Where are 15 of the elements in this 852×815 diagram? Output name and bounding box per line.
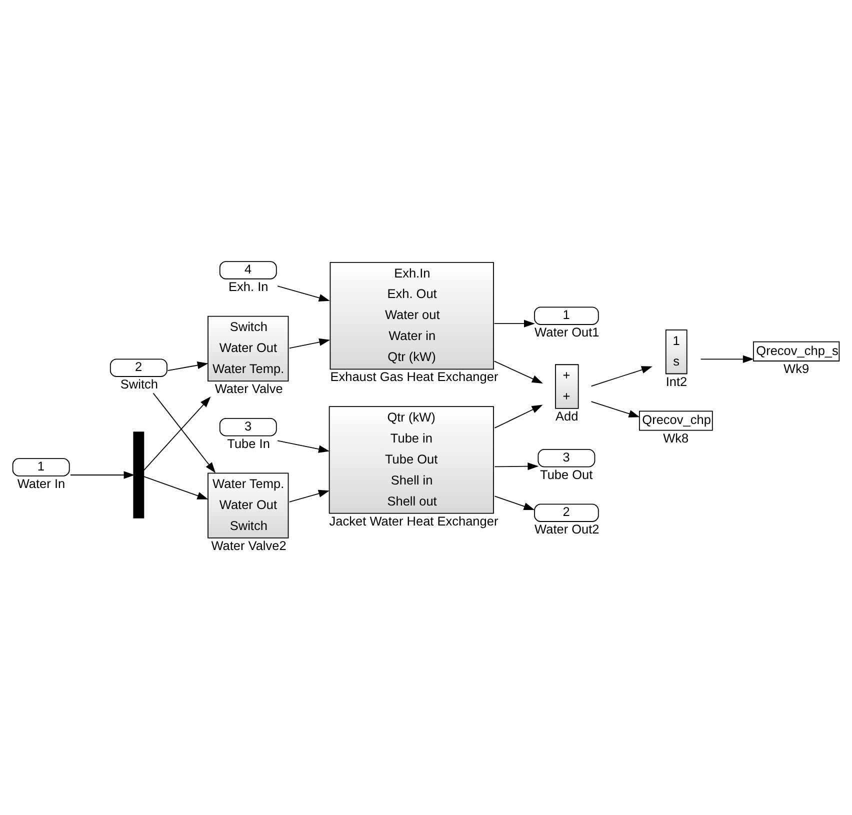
node-label: Exh. In xyxy=(228,278,268,294)
node-label: Water Valve xyxy=(214,381,283,396)
node-label: Switch xyxy=(120,376,158,392)
node-label: Water Out2 xyxy=(534,522,600,537)
node-label: Tube Out xyxy=(540,466,593,482)
node-label: Water In xyxy=(17,476,66,491)
node-label: Wk9 xyxy=(784,361,810,376)
node-label: Water Valve2 xyxy=(211,538,286,553)
node-label: Water Out1 xyxy=(534,324,600,340)
node-label: Jacket Water Heat Exchanger xyxy=(329,513,498,528)
node-label: Wk8 xyxy=(663,430,689,446)
node-label: Add xyxy=(556,408,578,424)
node-label: Tube In xyxy=(227,436,270,451)
node-label: Exhaust Gas Heat Exchanger xyxy=(330,369,498,384)
node-label: Int2 xyxy=(666,374,688,389)
